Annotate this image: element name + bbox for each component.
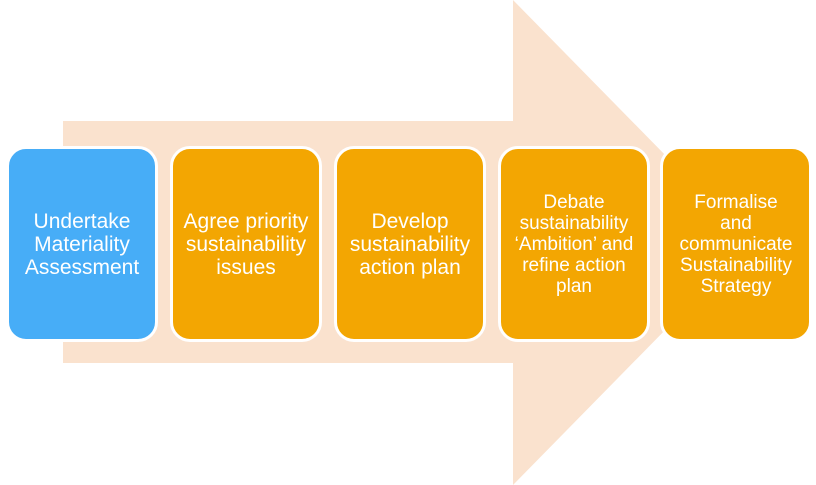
step-box-debate-ambition-refine-plan: Debate sustainability ‘Ambition’ and ref…	[498, 146, 650, 342]
step-box-undertake-materiality-assessment: Undertake Materiality Assessment	[6, 146, 158, 342]
step-box-formalise-communicate-strategy: Formalise and communicate Sustainability…	[660, 146, 812, 342]
step-box-agree-priority-sustainability-issues: Agree priority sustainability issues	[170, 146, 322, 342]
step-box-develop-sustainability-action-plan: Develop sustainability action plan	[334, 146, 486, 342]
